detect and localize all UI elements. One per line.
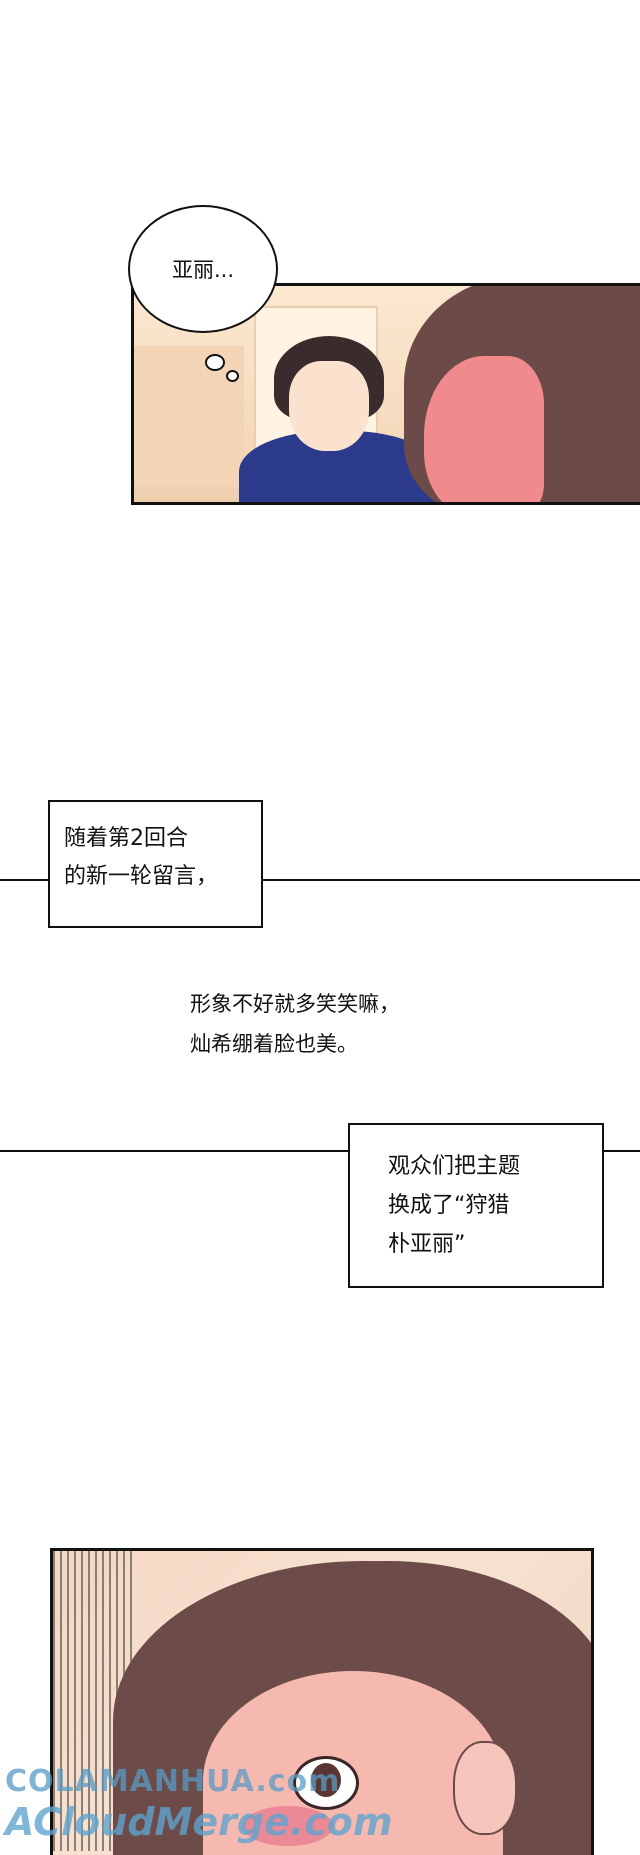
man-face xyxy=(289,361,369,451)
narration-caption-1: 随着第2回合 的新一轮留言， xyxy=(48,800,263,928)
watermark-top: COLAMANHUA.com xyxy=(5,1764,341,1799)
caption-line: 随着第2回合 xyxy=(64,826,188,851)
caption-line: 朴亚丽” xyxy=(388,1232,466,1257)
caption-line: 的新一轮留言， xyxy=(64,864,219,889)
woman-ear xyxy=(453,1741,517,1835)
caption-line: 换成了“狩猎 xyxy=(388,1193,510,1218)
woman-cheek xyxy=(424,356,544,502)
narration-caption-2: 观众们把主题 换成了“狩猎 朴亚丽” xyxy=(348,1123,604,1288)
thought-bubble: 亚丽... xyxy=(128,205,278,333)
comic-panel-2 xyxy=(50,1548,594,1855)
viewer-comment: 形象不好就多笑笑嘛， 灿希绷着脸也美。 xyxy=(190,984,400,1064)
comic-panel-1 xyxy=(131,283,640,505)
thought-bubble-dot xyxy=(205,354,225,371)
woman-blush xyxy=(243,1806,333,1846)
caption-line: 观众们把主题 xyxy=(388,1154,521,1179)
divider-line xyxy=(0,1150,640,1152)
divider-line xyxy=(0,879,640,881)
woman-iris xyxy=(311,1763,341,1797)
thought-bubble-dot xyxy=(226,370,239,382)
comment-line: 形象不好就多笑笑嘛， xyxy=(190,992,400,1016)
comment-line: 灿希绷着脸也美。 xyxy=(190,1032,358,1056)
background-shelf xyxy=(134,346,244,486)
thought-bubble-text: 亚丽... xyxy=(171,258,235,282)
woman-eye xyxy=(293,1756,359,1810)
watermark-bottom: ACloudMerge.com xyxy=(5,1800,393,1844)
